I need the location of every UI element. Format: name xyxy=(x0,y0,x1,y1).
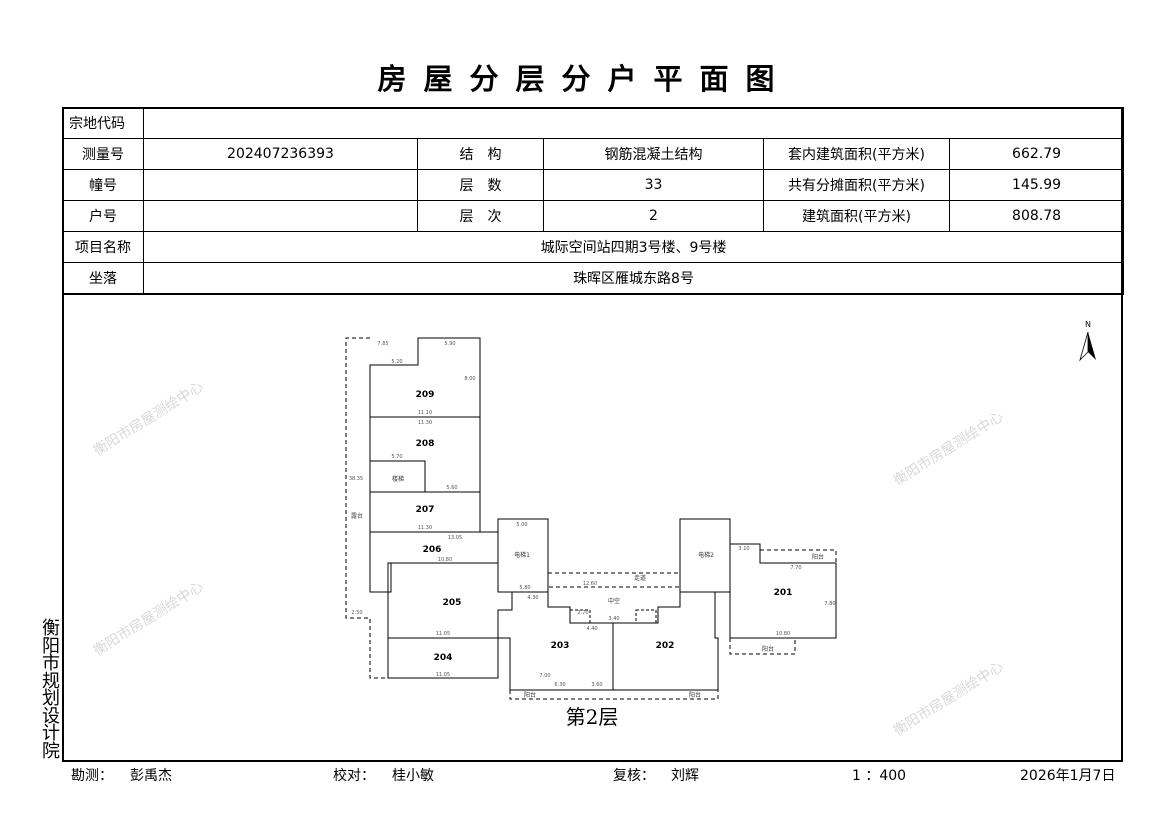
room-label-204: 204 xyxy=(434,653,453,663)
north-arrow-icon: N xyxy=(1079,320,1096,362)
room-label-208: 208 xyxy=(416,439,435,449)
dimension: 11.30 xyxy=(418,420,432,426)
inner-area-value: 662.79 xyxy=(948,138,1125,170)
dimension: 2.70 xyxy=(577,610,588,616)
checker-label: 校对： xyxy=(333,768,375,784)
room-label-203: 203 xyxy=(551,641,570,651)
location-label: 坐落 xyxy=(62,262,144,295)
dimension: 4.30 xyxy=(527,595,538,601)
shared-area-label: 共有分摊面积(平方米) xyxy=(763,169,950,201)
atrium-label: 中空 xyxy=(608,597,620,605)
dimension: 12.60 xyxy=(583,581,597,587)
terrace-outline xyxy=(345,337,388,679)
table-row: 项目名称 城际空间站四期3号楼、9号楼 xyxy=(62,231,1125,263)
surveyor-name: 彭禹杰 xyxy=(130,768,172,784)
scale: 1 ：400 xyxy=(852,768,907,784)
table-row: 测量号 202407236393 结 构 钢筋混凝土结构 套内建筑面积(平方米)… xyxy=(62,138,1125,170)
building-area-value: 808.78 xyxy=(948,200,1125,232)
dimension: 2.50 xyxy=(351,610,362,616)
balcony-label: 阳台 xyxy=(762,645,774,653)
dimension: 11.05 xyxy=(436,672,450,678)
balcony-201-top xyxy=(760,549,837,563)
dimension: 3.40 xyxy=(608,616,619,622)
table-row: 坐落 珠晖区雁城东路8号 xyxy=(62,262,1125,295)
corridor-label: 走道 xyxy=(634,574,646,582)
page-title: 房屋分层分户平面图 xyxy=(377,62,792,96)
dimension: 5.60 xyxy=(446,485,457,491)
balcony-bottom xyxy=(509,690,719,700)
dimension: 5.20 xyxy=(391,359,402,365)
surveyor-label: 勘测： xyxy=(71,768,113,784)
structure-label: 结 构 xyxy=(417,138,544,170)
room-202 xyxy=(612,591,719,691)
room-label-202: 202 xyxy=(656,641,675,651)
dimension: 7.70 xyxy=(790,565,801,571)
dimension: 7.80 xyxy=(824,601,835,607)
floors-value: 33 xyxy=(543,169,764,201)
dimension: 3.60 xyxy=(591,682,602,688)
dimension: 38.35 xyxy=(349,476,363,482)
balcony-label: 阳台 xyxy=(689,691,701,699)
stair-label: 楼梯 xyxy=(392,475,404,483)
building-area-label: 建筑面积(平方米) xyxy=(763,200,950,232)
elevator2-label: 电梯2 xyxy=(698,551,714,559)
dimension: 11.10 xyxy=(418,410,432,416)
inner-area-label: 套内建筑面积(平方米) xyxy=(763,138,950,170)
dimension: 10.80 xyxy=(776,631,790,637)
dimension: 13.05 xyxy=(448,535,462,541)
shared-area-value: 145.99 xyxy=(948,169,1125,201)
balcony-label: 阳台 xyxy=(524,691,536,699)
building-no-label: 幢号 xyxy=(62,169,144,201)
dimension: 7.85 xyxy=(377,341,388,347)
balcony-203 xyxy=(569,609,591,624)
institute-name: 衡阳市规划设计院 xyxy=(42,618,60,762)
corridor xyxy=(547,572,681,588)
dimension: 11.05 xyxy=(436,631,450,637)
table-row: 幢号 层 数 33 共有分摊面积(平方米) 145.99 xyxy=(62,169,1125,201)
room-label-201: 201 xyxy=(774,588,793,598)
project-label: 项目名称 xyxy=(62,231,144,263)
checker-name: 桂小敏 xyxy=(392,768,434,784)
balcony-201-bottom xyxy=(729,638,796,655)
project-value: 城际空间站四期3号楼、9号楼 xyxy=(142,231,1125,263)
dimension: 7.00 xyxy=(539,673,550,679)
table-row: 户号 层 次 2 建筑面积(平方米) 808.78 xyxy=(62,200,1125,232)
balcony-label: 阳台 xyxy=(812,553,824,561)
info-table: 宗地代码 测量号 202407236393 结 构 钢筋混凝土结构 套内建筑面积… xyxy=(62,107,1125,295)
balcony-202 xyxy=(635,609,657,624)
dimension: 3.10 xyxy=(738,546,749,552)
location-value: 珠晖区雁城东路8号 xyxy=(142,262,1125,295)
elevator1-label: 电梯1 xyxy=(514,551,530,559)
north-label: N xyxy=(1085,320,1091,329)
room-206 xyxy=(369,531,499,593)
room-label-207: 207 xyxy=(416,505,435,515)
dimension: 5.00 xyxy=(516,522,527,528)
dimension: 8.00 xyxy=(464,376,475,382)
dimension: 11.30 xyxy=(418,525,432,531)
dimension: 5.70 xyxy=(391,454,402,460)
dimension: 6.30 xyxy=(554,682,565,688)
room-label-205: 205 xyxy=(443,598,462,608)
dimension: 5.90 xyxy=(444,341,455,347)
reviewer-name: 刘辉 xyxy=(671,768,699,784)
dimension: 4.40 xyxy=(586,626,597,632)
building-no-value xyxy=(143,169,418,201)
reviewer-label: 复核： xyxy=(613,768,655,784)
survey-no-label: 测量号 xyxy=(62,138,144,170)
dimension: 10.80 xyxy=(438,557,452,563)
room-label-209: 209 xyxy=(416,390,435,400)
unit-no-label: 户号 xyxy=(62,200,144,232)
floor-caption: 第2层 xyxy=(566,705,619,729)
room-204 xyxy=(387,637,499,679)
room-label-206: 206 xyxy=(423,545,442,555)
dimension: 5.80 xyxy=(519,585,530,591)
date: 2026年1月7日 xyxy=(1020,768,1116,784)
terrace-label: 露台 xyxy=(351,512,363,520)
